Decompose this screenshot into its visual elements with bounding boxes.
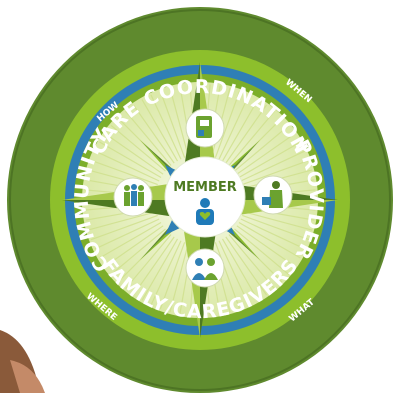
sunburst-ray [214,242,241,310]
sunburst-ray [238,141,301,179]
clipboard-icon [185,108,225,148]
sunburst-ray [234,228,290,276]
sunburst-ray [234,124,290,172]
sunburst-ray [110,228,166,276]
sunburst-ray [242,214,310,241]
sunburst-ray [236,225,296,268]
sunburst-ray [141,238,179,301]
sunburst-ray [132,104,175,164]
sunburst-ray [169,87,189,157]
sunburst-ray [141,99,179,162]
sunburst-ray [228,110,276,166]
sunburst-ray [236,132,296,175]
sunburst-ray [218,240,250,306]
sunburst-ray [225,236,268,296]
sunburst-ray [110,124,166,172]
sunburst-ray [90,159,158,186]
sunburst-ray [159,242,186,310]
sunburst-ray [104,225,164,268]
sunburst-ray [124,110,172,166]
group-icon [113,177,153,217]
sunburst-ray [94,150,160,182]
sunburst-ray [238,221,301,259]
sunburst-ray [99,141,162,179]
background-person-photo [0,330,45,393]
sunburst-ray [169,243,189,313]
sunburst-ray [150,240,182,306]
sunburst-ray [132,236,175,296]
sunburst-ray [124,234,172,290]
family-icon [185,248,225,288]
member-label: MEMBER [173,180,237,195]
sunburst-ray [240,218,306,250]
sunburst-ray [240,150,306,182]
sunburst-ray [225,104,268,164]
sunburst-ray [159,90,186,158]
sunburst-ray [94,218,160,250]
sunburst-ray [243,211,313,231]
sunburst-ray [218,94,250,160]
sunburst-ray [221,99,259,162]
sunburst-ray [87,211,157,231]
member-center: MEMBER [164,156,246,238]
sunburst-ray [228,234,276,290]
member-heart-icon [196,198,214,225]
doctor-icon [253,175,293,215]
sunburst-ray [90,214,158,241]
sunburst-ray [221,238,259,301]
sunburst-ray [242,159,310,186]
sunburst-ray [150,94,182,160]
sunburst-ray [214,90,241,158]
sunburst-ray [104,132,164,175]
sunburst-ray [99,221,162,259]
